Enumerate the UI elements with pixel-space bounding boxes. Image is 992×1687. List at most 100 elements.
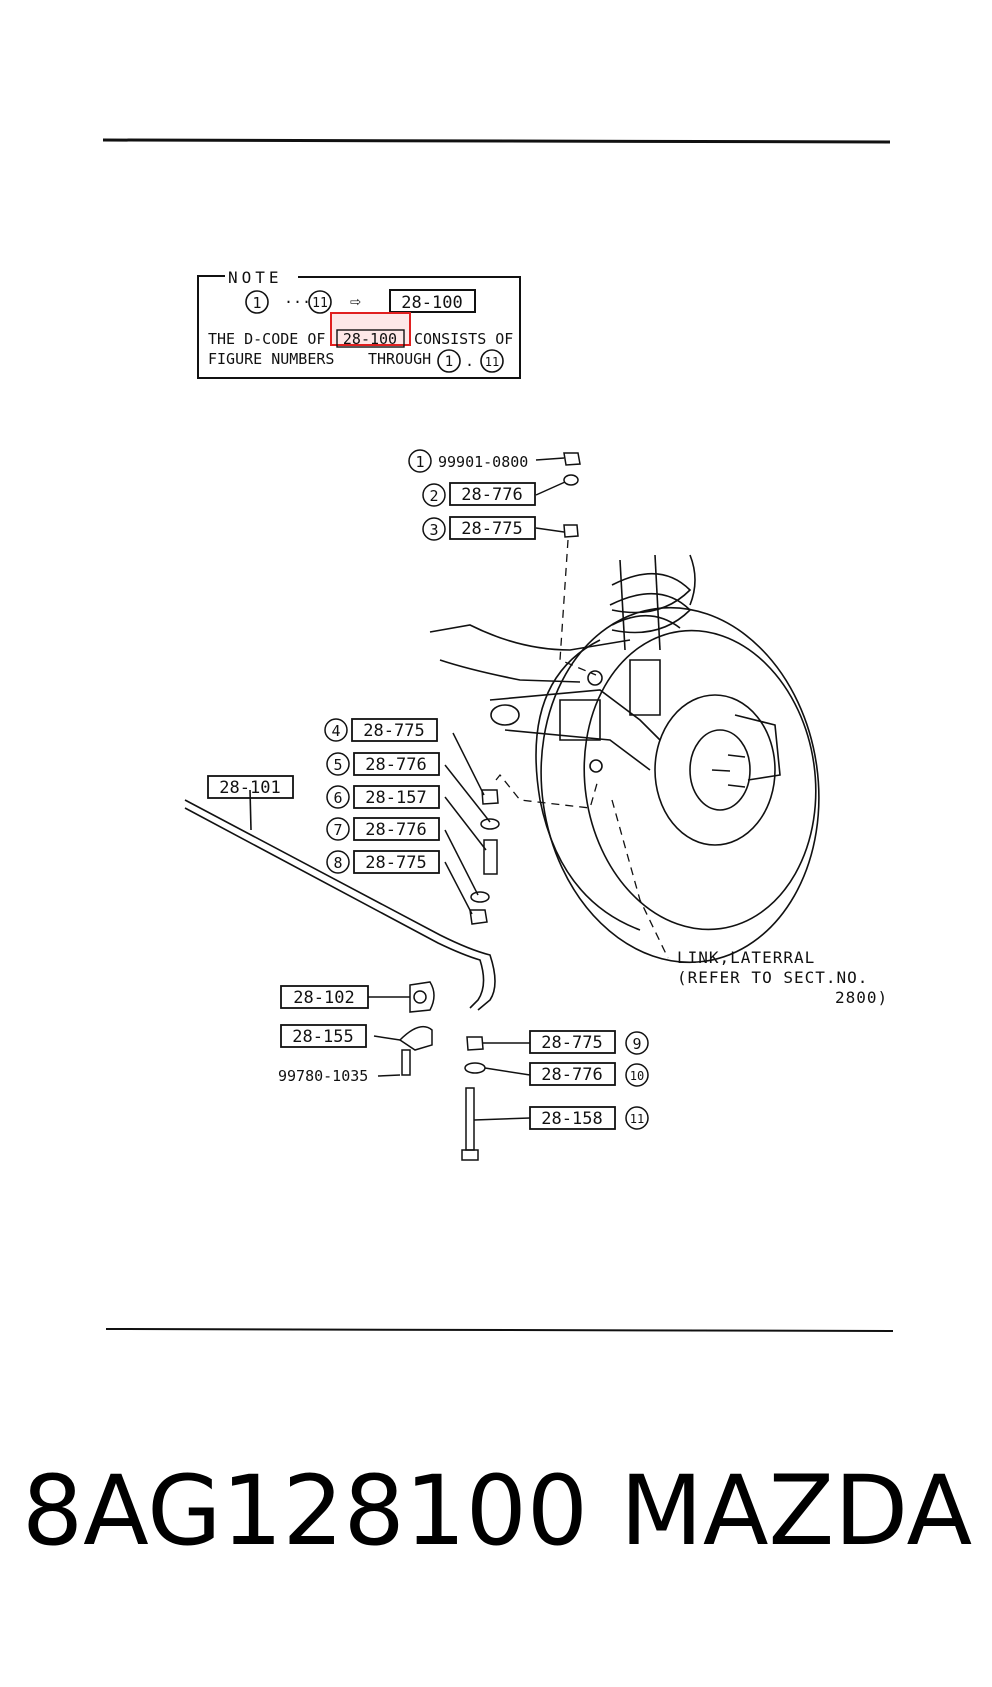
callout-6-num: 6 <box>333 789 342 807</box>
bolt-11 <box>465 1087 475 1151</box>
callout-1-num: 1 <box>415 453 424 471</box>
note-line1-post: CONSISTS OF <box>414 330 513 348</box>
callout-2-code: 28-776 <box>461 485 522 505</box>
label-28-155: 28-155 <box>280 1024 367 1048</box>
knuckle <box>629 659 661 716</box>
caption: 8AG128100 MAZDA <box>0 1455 992 1575</box>
note-line2-n1: 1 <box>445 354 453 370</box>
note-line2-pre: FIGURE NUMBERS <box>208 350 334 368</box>
suspension-drawing <box>429 554 820 964</box>
bushing-3 <box>563 524 579 538</box>
bushing-9 <box>466 1036 484 1051</box>
label-28-101: 28-101 <box>207 775 294 799</box>
bolt-code: 99780-1035 <box>278 1067 368 1085</box>
callout-10: 28-776 10 <box>529 1062 649 1087</box>
hub <box>689 729 751 811</box>
arm-bushing <box>490 704 520 726</box>
callout-8-num: 8 <box>333 854 342 872</box>
washer-10 <box>464 1062 486 1074</box>
link-stack-upper <box>444 732 500 925</box>
bracket-code: 28-155 <box>292 1027 353 1047</box>
callout-4-code: 28-775 <box>363 721 424 741</box>
stabilizer-bar <box>184 789 496 1011</box>
label-28-102: 28-102 <box>280 985 369 1009</box>
callout-5-num: 5 <box>333 756 342 774</box>
highlight-box <box>330 312 411 346</box>
note-line2-n2: 11 <box>485 355 499 369</box>
note-line1-pre: THE D-CODE OF <box>208 330 325 348</box>
callout-8: 8 28-775 <box>326 850 440 874</box>
spacer-6 <box>483 839 498 875</box>
note-line2-mid: THROUGH <box>368 350 431 368</box>
note-box: NOTE 1 ··· 11 ⇨ 28-100 THE D-CODE OF 28-… <box>197 268 521 379</box>
callout-7-num: 7 <box>333 821 342 839</box>
callout-3: 3 28-775 <box>422 516 536 541</box>
callout-1-code: 99901-0800 <box>438 453 528 471</box>
callout-6: 6 28-157 <box>326 785 440 809</box>
callout-9: 28-775 9 <box>529 1030 649 1055</box>
callout-2: 2 28-776 <box>422 482 536 507</box>
note-range-dots: ··· <box>284 293 311 311</box>
bushing-4 <box>481 789 499 805</box>
callout-4: 4 28-775 <box>324 718 438 742</box>
lower-arm <box>489 689 661 741</box>
callout-11-num: 11 <box>630 1112 644 1126</box>
coil-spring <box>609 554 696 651</box>
nut-1 <box>563 452 581 466</box>
callout-5-code: 28-776 <box>365 755 426 775</box>
callout-1: 1 99901-0800 <box>408 449 528 473</box>
bracket-28-155 <box>398 1025 433 1051</box>
callout-9-code: 28-775 <box>541 1033 602 1053</box>
callout-10-code: 28-776 <box>541 1065 602 1085</box>
axle-upper <box>429 624 631 651</box>
note-line2-sep: . <box>465 352 474 370</box>
brand-name: MAZDA <box>620 1455 973 1567</box>
tire-outline <box>540 606 820 964</box>
callout-2-num: 2 <box>429 487 438 505</box>
callout-4-num: 4 <box>331 722 340 740</box>
caliper <box>734 714 781 781</box>
mount-hardware <box>368 981 435 1077</box>
washer-5 <box>480 818 500 830</box>
callout-5: 5 28-776 <box>326 752 440 776</box>
note-dcode: 28-100 <box>401 293 462 313</box>
callout-6-code: 28-157 <box>365 788 426 808</box>
top-rule <box>102 138 891 144</box>
callout-9-num: 9 <box>632 1035 641 1053</box>
lower-arm-2 <box>504 729 651 771</box>
washer-2 <box>563 474 579 486</box>
callout-10-num: 10 <box>630 1069 644 1083</box>
note-line1-code: 28-100 <box>343 330 397 348</box>
callout-7-code: 28-776 <box>365 820 426 840</box>
bar-code: 28-101 <box>219 778 280 798</box>
callout-3-num: 3 <box>429 521 438 539</box>
bushing-28-102 <box>409 981 435 1013</box>
note-arrow: ⇨ <box>350 291 361 312</box>
link-note-line2: (REFER TO SECT.NO. <box>677 968 868 987</box>
link-note-line3: 2800) <box>835 988 888 1007</box>
callout-7: 7 28-776 <box>326 817 440 841</box>
tire-back <box>535 639 641 931</box>
callout-11-code: 28-158 <box>541 1109 602 1129</box>
rim-outline <box>583 629 817 931</box>
dashed-guides <box>495 539 669 959</box>
link-note-line1: LINK,LATERRAL <box>677 948 815 967</box>
note-title: NOTE <box>228 268 283 287</box>
link-stack-lower <box>461 1036 531 1161</box>
washer-7 <box>470 891 490 903</box>
callout-11: 28-158 11 <box>529 1106 649 1130</box>
note-range-end: 11 <box>312 296 328 311</box>
part-number: 8AG128100 <box>22 1455 588 1567</box>
bolt-99780 <box>401 1049 411 1076</box>
upper-hardware <box>535 452 581 538</box>
callout-3-code: 28-775 <box>461 519 522 539</box>
axle-lower <box>439 659 581 683</box>
brake-disc <box>654 694 776 846</box>
bushing-8 <box>469 909 488 925</box>
bottom-rule <box>105 1328 894 1332</box>
bushing-code: 28-102 <box>293 988 354 1008</box>
note-range-start: 1 <box>252 294 261 312</box>
link-laterral-note: LINK,LATERRAL (REFER TO SECT.NO. 2800) <box>677 948 888 1007</box>
